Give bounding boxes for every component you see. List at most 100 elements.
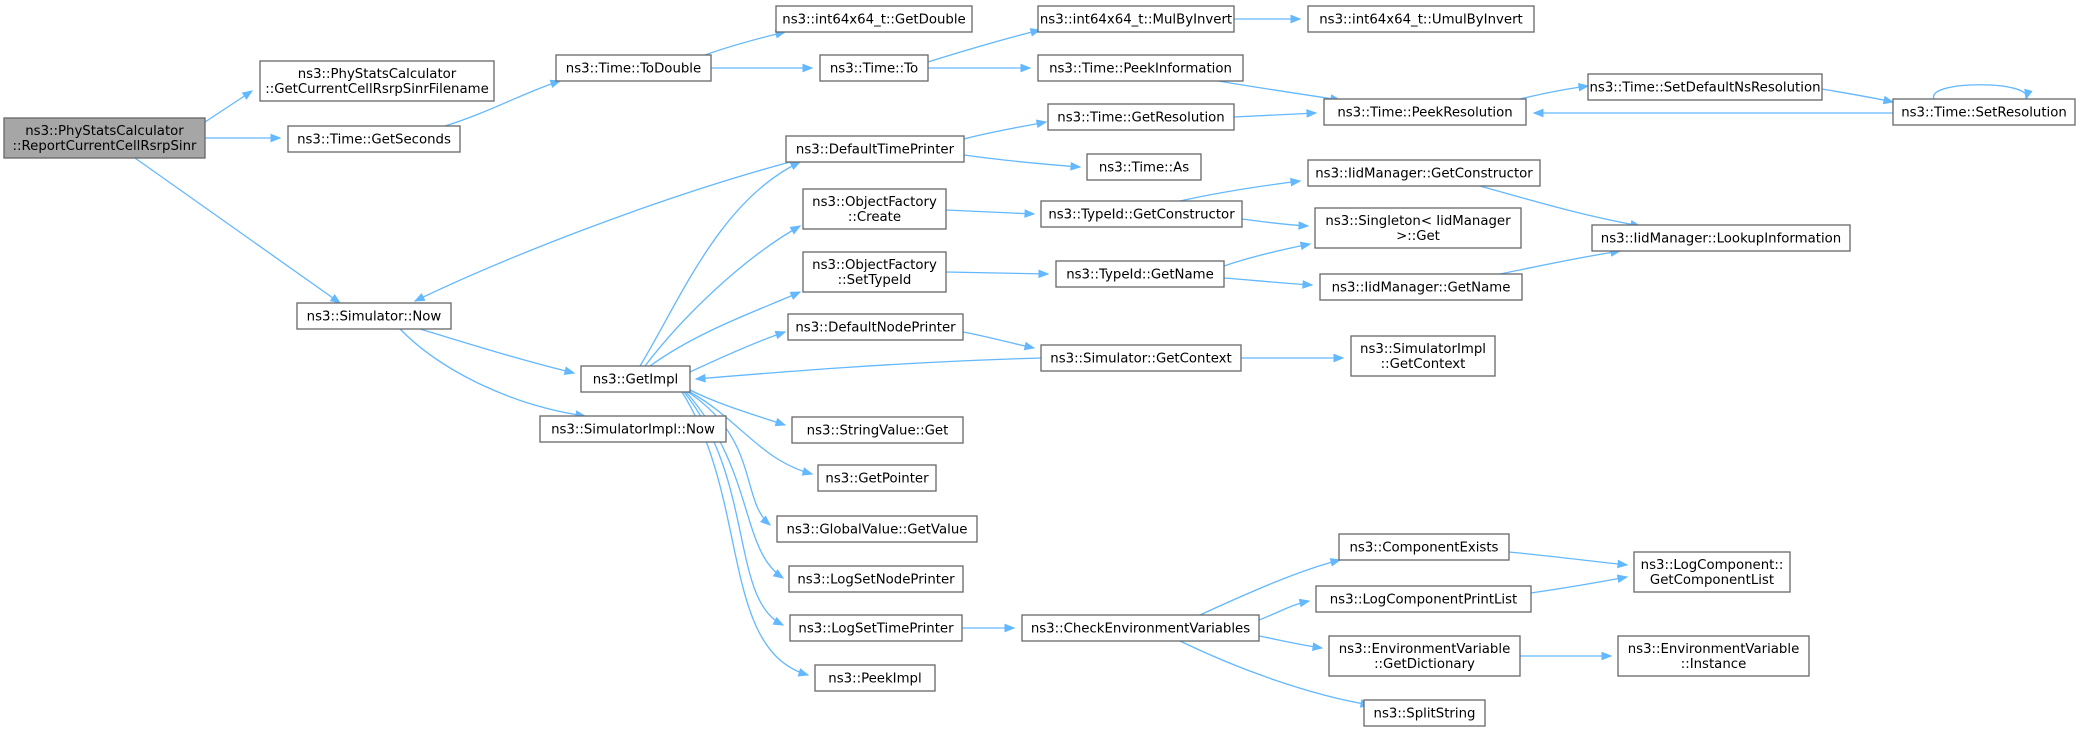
edge-tidgetname-to-iidgetname [1223,277,1314,289]
node-box [791,416,964,444]
node-box [819,54,929,82]
edge-deftimeprinter-to-timeas [963,154,1082,171]
node-label: ns3::Time::SetDefaultNsResolution [1589,81,1820,96]
node-label: ns3::TypeId::GetConstructor [1048,208,1235,223]
node-label: ::Instance [1681,657,1747,672]
node-box [776,515,978,543]
node-ofsettypeid[interactable]: ns3::ObjectFactory::SetTypeId [802,251,947,293]
node-lookupinfo[interactable]: ns3::IidManager::LookupInformation [1591,224,1851,252]
node-setres[interactable]: ns3::Time::SetResolution [1892,98,2076,126]
node-label: GetComponentList [1650,573,1774,588]
edge-simnow-to-getimpl [419,328,576,375]
node-simimplgetcontext[interactable]: ns3::SimulatorImpl::GetContext [1350,335,1496,377]
node-timeto[interactable]: ns3::Time::To [819,54,929,82]
node-box [1037,54,1244,82]
node-umulbyinvert[interactable]: ns3::int64x64_t::UmulByInvert [1307,5,1535,33]
node-box [539,415,727,443]
node-label: ns3::IidManager::GetConstructor [1315,167,1533,182]
node-box [1040,200,1243,228]
node-logsetnodeprinter[interactable]: ns3::LogSetNodePrinter [788,565,964,593]
node-box [775,5,973,33]
node-peekimpl[interactable]: ns3::PeekImpl [814,664,936,692]
node-int64getdouble[interactable]: ns3::int64x64_t::GetDouble [775,5,973,33]
edge-timeto-to-peekinfo [928,63,1032,73]
node-box [1633,551,1791,593]
node-label: ns3::Simulator::GetContext [1050,352,1231,367]
node-label: ns3::Time::As [1099,161,1189,176]
node-box [287,125,461,153]
node-ofcreate[interactable]: ns3::ObjectFactory::Create [802,188,947,230]
node-box [817,464,937,492]
node-setdefaultns[interactable]: ns3::Time::SetDefaultNsResolution [1587,73,1823,101]
node-label: ns3::Time::PeekInformation [1049,62,1232,77]
node-label: ns3::IidManager::LookupInformation [1601,232,1841,247]
node-box [789,614,963,642]
node-box [1307,159,1541,187]
node-box [1086,153,1202,181]
edge-peekres-to-setdefaultns [1519,82,1590,100]
node-box [1350,335,1496,377]
node-globalvalueget[interactable]: ns3::GlobalValue::GetValue [776,515,978,543]
node-envgetdict[interactable]: ns3::EnvironmentVariable::GetDictionary [1328,635,1521,677]
node-label: ns3::Singleton< IidManager [1325,214,1511,229]
node-box [1892,98,2076,126]
edge-getimpl-to-ofcreate [644,225,802,367]
node-box [1055,260,1225,288]
node-tidgetname[interactable]: ns3::TypeId::GetName [1055,260,1225,288]
node-tidgetctor[interactable]: ns3::TypeId::GetConstructor [1040,200,1243,228]
node-iidgetctor[interactable]: ns3::IidManager::GetConstructor [1307,159,1541,187]
edge-checkenv-to-compexists [1199,558,1342,616]
edge-setres-to-setres [1933,84,2033,101]
node-todouble[interactable]: ns3::Time::ToDouble [555,54,712,82]
node-simimplnow[interactable]: ns3::SimulatorImpl::Now [539,415,727,443]
node-singleton[interactable]: ns3::Singleton< IidManager>::Get [1314,207,1522,249]
node-getcomplist[interactable]: ns3::LogComponent::GetComponentList [1633,551,1791,593]
edge-getimpl-to-ofsettypeid [649,291,802,367]
node-timeas[interactable]: ns3::Time::As [1086,153,1202,181]
edge-tidgetctor-to-singleton [1241,218,1310,230]
edge-getimpl-to-globalvalueget [687,391,772,526]
node-label: ns3::ComponentExists [1349,541,1498,556]
edge-tidgetname-to-singleton [1223,241,1312,267]
node-box [3,117,206,159]
node-label: ::Create [848,210,901,225]
node-label: ns3::ObjectFactory [812,258,937,273]
edge-logsettimeprinter-to-checkenv [962,623,1016,633]
node-logcompprintlist[interactable]: ns3::LogComponentPrintList [1315,585,1532,613]
edge-setres-to-peekres [1532,108,1893,118]
node-getseconds[interactable]: ns3::Time::GetSeconds [287,125,461,153]
edge-todouble-to-int64getdouble [704,30,787,56]
node-peekinfo[interactable]: ns3::Time::PeekInformation [1037,54,1244,82]
node-label: ns3::int64x64_t::MulByInvert [1040,13,1232,28]
node-label: ns3::ObjectFactory [812,195,937,210]
node-simnow[interactable]: ns3::Simulator::Now [296,302,452,330]
node-box [1338,533,1510,561]
node-stringvalueget[interactable]: ns3::StringValue::Get [791,416,964,444]
node-compexists[interactable]: ns3::ComponentExists [1338,533,1510,561]
edge-getseconds-to-todouble [444,79,562,127]
node-box [1328,635,1521,677]
node-envinstance[interactable]: ns3::EnvironmentVariable::Instance [1617,635,1810,677]
edge-simnow-to-simimplnow [399,328,587,419]
edge-defnodeprinter-to-simgetcontext [962,331,1036,351]
node-checkenv[interactable]: ns3::CheckEnvironmentVariables [1021,614,1260,642]
node-getres[interactable]: ns3::Time::GetResolution [1047,103,1235,131]
node-getimpl[interactable]: ns3::GetImpl [580,365,691,393]
node-mulbyinvert[interactable]: ns3::int64x64_t::MulByInvert [1037,5,1235,33]
node-getpointer[interactable]: ns3::GetPointer [817,464,937,492]
edge-ofcreate-to-tidgetctor [945,209,1036,218]
node-label: ns3::IidManager::GetName [1332,281,1511,296]
node-root[interactable]: ns3::PhyStatsCalculator::ReportCurrentCe… [3,117,206,159]
node-logsettimeprinter[interactable]: ns3::LogSetTimePrinter [789,614,963,642]
node-label: ns3::PhyStatsCalculator [25,124,184,139]
node-label: ns3::int64x64_t::UmulByInvert [1319,13,1523,28]
node-box [1617,635,1810,677]
node-defnodeprinter[interactable]: ns3::DefaultNodePrinter [787,313,964,341]
node-splitstring[interactable]: ns3::SplitString [1363,699,1486,727]
node-getfilename[interactable]: ns3::PhyStatsCalculator::GetCurrentCellR… [259,60,495,102]
node-deftimeprinter[interactable]: ns3::DefaultTimePrinter [785,135,965,163]
node-iidgetname[interactable]: ns3::IidManager::GetName [1319,273,1523,301]
node-simgetcontext[interactable]: ns3::Simulator::GetContext [1040,344,1242,372]
node-peekres[interactable]: ns3::Time::PeekResolution [1323,98,1527,126]
